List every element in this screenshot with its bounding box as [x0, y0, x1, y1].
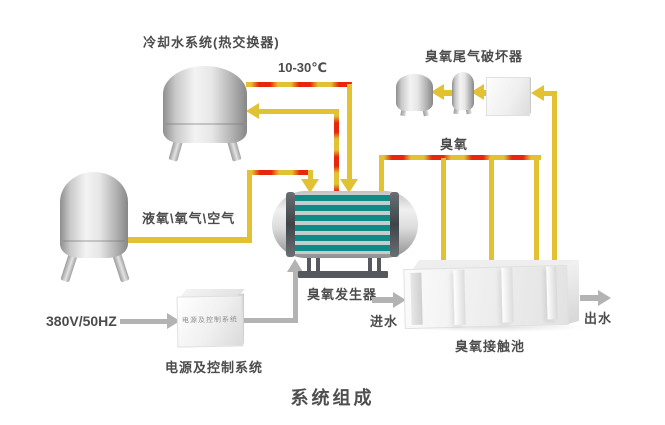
water-in-arrow-head: [393, 292, 406, 308]
pipe-ozone-riser: [379, 158, 384, 192]
generator-leg-3: [368, 257, 372, 273]
pool-left-wall: [410, 272, 423, 325]
power-rating-label: 380V/50HZ: [46, 313, 117, 329]
pool-baffle-3: [546, 266, 558, 320]
pipe-feed-gas-vertical: [247, 170, 252, 243]
tail-gas-destructor-label: 臭氧尾气破坏器: [425, 49, 524, 64]
pipe-power-output-vertical: [293, 272, 298, 323]
pipe-cooling-return-vertical: [334, 112, 339, 192]
arrow-return-into-cooling-tank: [246, 103, 259, 119]
generator-leg-1: [307, 257, 311, 273]
pipe-ozone-drop-1: [441, 158, 446, 278]
power-box-front-face: 电源及控制系统: [176, 295, 244, 348]
water-out-label: 出水: [584, 311, 613, 326]
pool-front-face: [403, 264, 569, 330]
pool-baffle-1: [453, 269, 466, 325]
destructor-box: [486, 77, 530, 116]
power-system-label: 电源及控制系统: [165, 360, 264, 375]
diagram-title: 系统组成: [290, 388, 375, 408]
water-out-arrow-shaft: [580, 295, 598, 301]
arrow-destructor-stage-1: [431, 84, 444, 100]
destructor-tank-2: [452, 72, 474, 110]
pipe-feed-gas-drop: [308, 170, 313, 180]
ozone-generator-label: 臭氧发生器: [307, 287, 378, 302]
pool-baffle-2: [501, 267, 514, 323]
oxygen-tank-body: [60, 172, 128, 258]
water-in-arrow-shaft: [372, 297, 393, 303]
pipe-feed-gas-horizontal: [124, 237, 252, 243]
water-in-label: 进水: [370, 314, 399, 329]
power-box-inner-label: 电源及控制系统: [181, 316, 239, 325]
pipe-cooling-return-horizontal: [259, 109, 339, 114]
arrow-power-into-generator: [287, 259, 303, 272]
cooling-system-label: 冷却水系统(热交换器): [143, 35, 280, 50]
arrow-tail-gas-into-destructor: [531, 85, 544, 101]
generator-end-band-left: [286, 192, 295, 257]
pipe-tail-gas-vertical: [552, 91, 557, 278]
pool-shadow: [402, 322, 588, 332]
pipe-feed-gas-dashed: [247, 170, 313, 175]
temperature-label: 10-30℃: [278, 60, 327, 75]
pipe-ozone-drop-3: [534, 158, 539, 278]
pipe-destructor-stage-1: [444, 90, 453, 96]
destructor-tank-1: [396, 74, 433, 111]
pipe-ozone-main: [379, 155, 541, 160]
pipe-cooling-supply-vertical: [347, 84, 352, 180]
pipe-tail-gas-horizontal: [543, 91, 555, 96]
cooling-tank-seam: [166, 123, 244, 125]
pipe-power-output-horizontal: [242, 318, 298, 323]
generator-end-band-right: [390, 192, 399, 257]
oxygen-tank-seam: [62, 240, 126, 242]
generator-tube-stack: [295, 195, 391, 254]
contact-pool-label: 臭氧接触池: [455, 339, 526, 354]
pipe-power-input: [120, 319, 167, 324]
arrow-destructor-stage-2: [471, 84, 484, 100]
generator-leg-2: [316, 257, 320, 273]
feed-gas-label: 液氧\氧气\空气: [142, 211, 236, 226]
pipe-cooling-supply-horizontal: [246, 82, 352, 87]
pipe-ozone-drop-2: [489, 158, 494, 278]
cooling-tank-body: [163, 66, 247, 143]
generator-base: [298, 271, 388, 278]
generator-leg-4: [377, 257, 381, 273]
arrow-feed-into-generator: [301, 179, 319, 193]
arrow-cooling-into-generator: [340, 179, 358, 193]
water-out-arrow-head: [598, 290, 611, 306]
ozone-label: 臭氧: [440, 137, 469, 152]
